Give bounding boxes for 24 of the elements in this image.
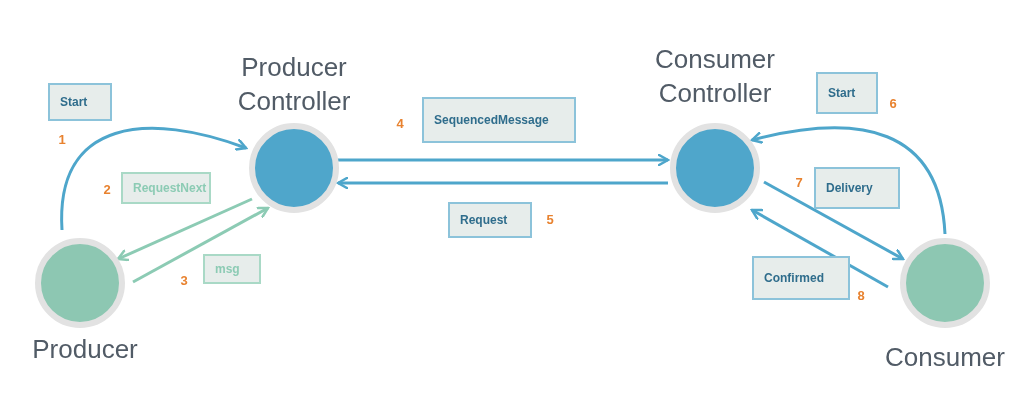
message-label: Start — [816, 72, 878, 114]
node-title: Producer — [31, 333, 139, 366]
message-label: Delivery — [814, 167, 900, 209]
message-label: RequestNext — [121, 172, 211, 204]
message-label: msg — [203, 254, 261, 284]
arrow — [60, 126, 248, 231]
message-label: Confirmed — [752, 256, 850, 300]
arrow — [338, 153, 670, 167]
message-label: Start — [48, 83, 112, 121]
message-label: SequencedMessage — [422, 97, 576, 143]
node-title: Consumer — [884, 341, 1006, 374]
step-number: 8 — [857, 287, 865, 306]
step-number: 6 — [889, 95, 897, 114]
step-number: 5 — [546, 211, 554, 230]
step-number: 1 — [58, 131, 66, 150]
step-number: 2 — [103, 181, 111, 200]
step-number: 4 — [396, 115, 404, 134]
arrow — [750, 126, 947, 235]
step-number: 3 — [180, 272, 188, 291]
node-title: Producer Controller — [236, 51, 352, 118]
arrow — [750, 208, 889, 289]
message-label: Request — [448, 202, 532, 238]
node-title: Consumer Controller — [654, 43, 776, 110]
step-number: 7 — [795, 174, 803, 193]
